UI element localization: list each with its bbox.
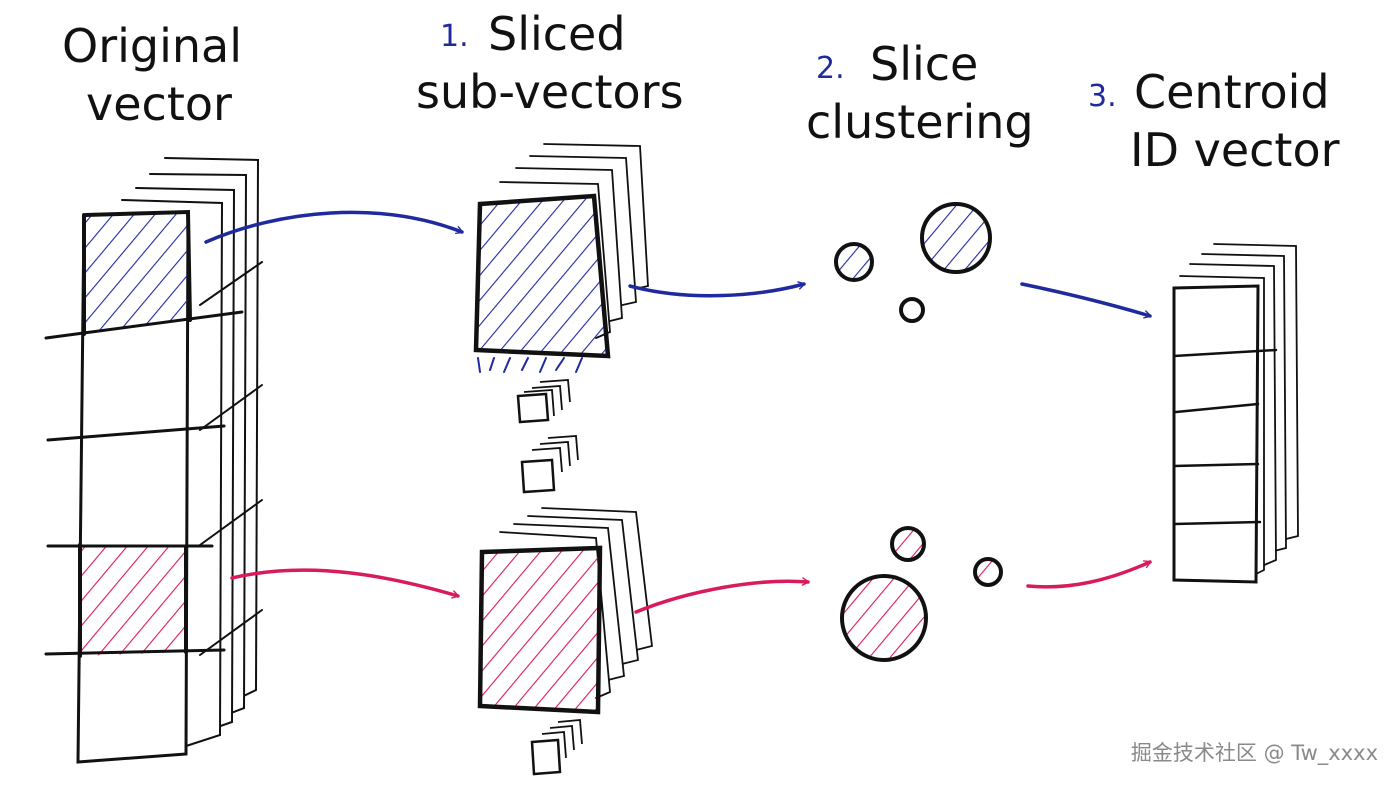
- cluster-blue-large: [920, 202, 992, 274]
- centroid-id-vector-stack: [1172, 243, 1299, 584]
- original-side-lines: [199, 261, 263, 656]
- original-slice-blue-border: [82, 209, 192, 336]
- label-original: Original vector: [62, 19, 242, 131]
- label-step3-line1: Centroid: [1134, 65, 1330, 119]
- cluster-blue-small: [834, 242, 874, 282]
- watermark: 掘金技术社区 @ Tw_xxxx: [1130, 741, 1378, 765]
- original-vector-stack: [44, 157, 263, 764]
- subvector-stack-pink: [477, 507, 653, 715]
- centroid-cell-divider: [1172, 462, 1260, 468]
- label-original-line1: Original: [62, 19, 242, 73]
- small-subvector-stack: [516, 379, 571, 424]
- subvector-pink-border: [477, 545, 603, 715]
- label-step3-line2: ID vector: [1130, 123, 1340, 177]
- original-slice-pink-border: [78, 543, 188, 658]
- subvector-blue-drips: [477, 357, 583, 373]
- cluster-pink-tiny: [973, 557, 1003, 587]
- arrows-pink: [230, 560, 1152, 614]
- centroid-cell-divider: [1172, 348, 1278, 358]
- label-original-line2: vector: [86, 77, 232, 131]
- divider-line: [46, 424, 226, 442]
- small-subvector-stack: [520, 435, 579, 494]
- label-step2: 2. Slice clustering: [806, 37, 1034, 149]
- step3-number: 3.: [1088, 79, 1117, 114]
- cluster-pink-large: [840, 574, 928, 662]
- label-step3: 3. Centroid ID vector: [1088, 65, 1340, 177]
- subvector-blue-border: [473, 193, 611, 359]
- subvector-blue-fill: [476, 196, 608, 356]
- original-slice-blue: [84, 212, 190, 334]
- arrow-cluster-to-centroid-pink: [1026, 560, 1152, 589]
- label-step2-line2: clustering: [806, 95, 1034, 149]
- arrow-cluster-to-centroid-blue: [1020, 282, 1152, 319]
- label-step1: 1. Sliced sub-vectors: [416, 7, 684, 119]
- clusters-blue: [834, 202, 992, 323]
- subvector-pink-fill: [480, 548, 600, 712]
- arrow-subvector-to-cluster-pink: [634, 577, 810, 614]
- centroid-id-vector: [1172, 284, 1260, 584]
- step2-number: 2.: [816, 51, 845, 86]
- label-step1-line1: Sliced: [488, 7, 626, 61]
- step1-number: 1.: [440, 19, 469, 54]
- divider-line: [44, 648, 226, 656]
- label-step1-line2: sub-vectors: [416, 65, 684, 119]
- arrow-original-to-subvector-pink: [230, 568, 460, 599]
- clusters-pink: [840, 526, 1003, 662]
- arrows-blue: [204, 210, 1152, 319]
- cluster-pink-small: [890, 526, 926, 562]
- divider-line: [44, 310, 244, 340]
- centroid-cell-divider: [1172, 520, 1262, 526]
- arrow-subvector-to-cluster-blue: [628, 281, 806, 298]
- original-slice-pink: [80, 545, 186, 656]
- cluster-empty: [899, 297, 925, 323]
- small-subvector-stack: [530, 719, 583, 776]
- label-step2-line1: Slice: [870, 37, 978, 91]
- arrow-original-to-subvector-blue: [204, 210, 464, 244]
- subvector-stack-blue: [473, 143, 649, 373]
- centroid-cell-divider: [1174, 402, 1260, 414]
